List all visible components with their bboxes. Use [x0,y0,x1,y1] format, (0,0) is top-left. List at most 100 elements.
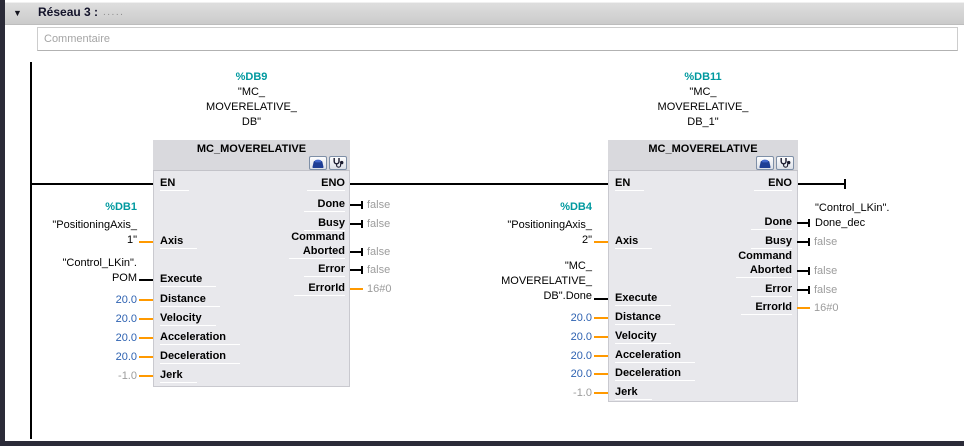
wire-busy [797,241,809,243]
block1-execute-operand[interactable]: "Control_LKin". POM [62,257,137,284]
wire-aborted-tick [361,248,363,256]
wire-end-tick [844,179,846,189]
block2-pin-done: Done [750,216,792,230]
wire-error-tick [361,266,363,274]
block1-pin-acceleration: Acceleration [160,331,241,345]
block1-pin-command: Command [291,231,345,243]
wire-error-tick [808,286,810,294]
open-block-icon [759,159,771,168]
wire-errorid [350,288,363,290]
block2-distance-value[interactable]: 20.0 [570,312,592,324]
monitor-block-button[interactable] [776,156,794,170]
wire-execute [594,298,608,300]
bottom-border-strip [0,441,964,446]
comment-field[interactable]: Commentaire [37,27,958,51]
wire-aborted-tick [808,267,810,275]
monitor-block-button[interactable] [329,156,347,170]
block2-velocity-value[interactable]: 20.0 [570,331,592,343]
wire-busy-tick [808,238,810,246]
wire-done-tick [808,219,810,227]
block2-pin-velocity: Velocity [615,330,671,344]
wire-acceleration [594,355,608,357]
block1-pin-execute: Execute [160,273,217,287]
block2-error-value[interactable]: false [814,284,838,296]
open-block-button[interactable] [309,156,327,170]
wire-jerk [139,375,153,377]
block1-instance-db[interactable]: %DB9 [235,71,268,83]
block1-errorid-value[interactable]: 16#0 [367,283,392,295]
wire-rail-to-block1-en [32,183,153,185]
wire-distance [139,299,153,301]
wire-done [350,204,362,206]
wire-block1-eno-to-block2-en [350,183,608,185]
power-rail [30,62,32,439]
stethoscope-icon [333,158,344,168]
block2-jerk-value[interactable]: -1.0 [573,387,592,399]
block2-title: MC_MOVERELATIVE [648,143,758,155]
wire-done [797,222,809,224]
block1-distance-value[interactable]: 20.0 [115,294,137,306]
block2-pin-jerk: Jerk [615,386,652,400]
block1-pin-axis: Axis [160,235,198,249]
wire-axis [139,241,153,243]
block2-pin-axis: Axis [615,235,653,249]
block1-pin-busy: Busy [304,217,345,231]
block2-pin-command: Command [738,250,792,262]
network-header-bar[interactable] [5,2,964,25]
block2-pin-en: EN [615,177,645,191]
block1-deceleration-value[interactable]: 20.0 [115,351,137,363]
block1-done-value[interactable]: false [367,199,391,211]
network-title-dots[interactable]: ..... [103,7,125,18]
open-block-icon [312,159,324,168]
block2-commandaborted-value[interactable]: false [814,265,838,277]
block2-errorid-value[interactable]: 16#0 [814,302,839,314]
block1-jerk-value[interactable]: -1.0 [118,370,137,382]
wire-done-tick [361,201,363,209]
left-border-strip [0,0,5,446]
block2-axis-db[interactable]: %DB4 [560,201,592,213]
wire-aborted [350,251,362,253]
block1-axis-db[interactable]: %DB1 [105,201,137,213]
open-block-button[interactable] [756,156,774,170]
block2-pin-busy: Busy [751,235,792,249]
wire-axis [594,241,608,243]
block1-error-value[interactable]: false [367,264,391,276]
block2-instance-name[interactable]: "MC_ MOVERELATIVE_ DB_1" [657,86,749,128]
block2-pin-distance: Distance [615,311,675,325]
collapse-triangle-icon[interactable]: ▼ [13,8,22,18]
block2-deceleration-value[interactable]: 20.0 [570,368,592,380]
block1-axis-operand[interactable]: "PositioningAxis_ 1" [52,219,137,246]
block2-execute-operand[interactable]: "MC_ MOVERELATIVE_ DB".Done [501,260,592,302]
wire-velocity [139,318,153,320]
wire-aborted [797,270,809,272]
block1-velocity-value[interactable]: 20.0 [115,313,137,325]
block2-pin-error: Error [751,283,792,297]
block2-busy-value[interactable]: false [814,236,838,248]
stethoscope-icon [780,158,791,168]
block2-axis-operand[interactable]: "PositioningAxis_ 2" [507,219,592,246]
block1-pin-en: EN [160,177,190,191]
block1-pin-distance: Distance [160,293,220,307]
wire-busy-tick [361,220,363,228]
block1-pin-eno: ENO [307,177,345,191]
wire-execute [139,279,153,281]
block2-acceleration-value[interactable]: 20.0 [570,350,592,362]
block2-pin-execute: Execute [615,292,672,306]
fb-block-1[interactable] [153,140,350,387]
wire-errorid [797,307,810,309]
block1-pin-errorid: ErrorId [294,282,345,296]
wire-jerk [594,392,608,394]
block2-instance-db[interactable]: %DB11 [684,71,722,83]
block1-instance-name[interactable]: "MC_ MOVERELATIVE_ DB" [206,86,297,128]
block1-busy-value[interactable]: false [367,218,391,230]
wire-distance [594,317,608,319]
wire-busy [350,223,362,225]
network-title: Réseau 3 : [38,5,99,19]
block1-pin-aborted: Aborted [288,245,345,259]
block1-pin-velocity: Velocity [160,312,216,326]
block2-done-operand[interactable]: "Control_LKin". Done_dec [815,202,890,229]
block1-commandaborted-value[interactable]: false [367,246,391,258]
block1-title: MC_MOVERELATIVE [196,143,307,155]
block1-acceleration-value[interactable]: 20.0 [115,332,137,344]
